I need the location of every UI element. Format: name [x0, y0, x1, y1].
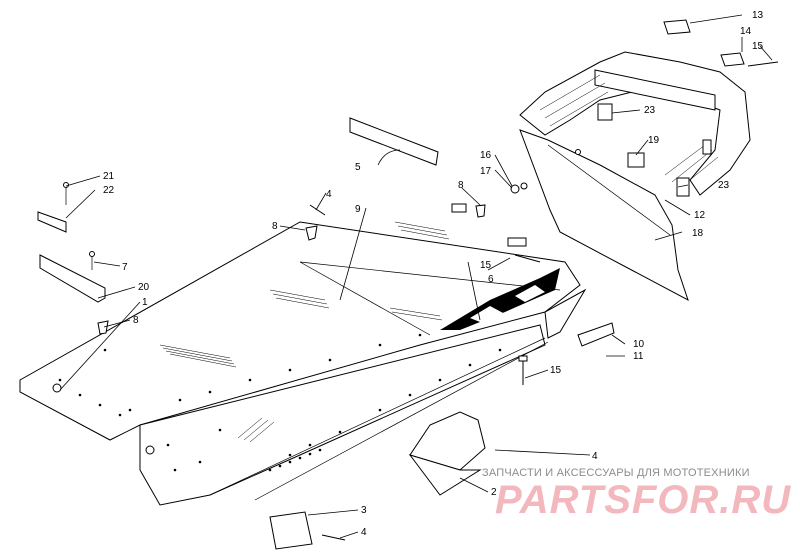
- callout-5: 5: [355, 162, 361, 173]
- decal-part: [440, 268, 560, 330]
- callout-8-mid: 8: [272, 221, 278, 232]
- callout-8-top: 8: [458, 180, 464, 191]
- callout-14: 14: [740, 26, 752, 37]
- flap-strip-part: [349, 117, 439, 166]
- callout-4-top: 4: [326, 189, 332, 200]
- callout-9: 9: [355, 204, 361, 215]
- callout-19: 19: [648, 135, 660, 146]
- callout-22: 22: [103, 185, 115, 196]
- bracket-parts: [597, 103, 712, 197]
- callout-18: 18: [692, 228, 704, 239]
- watermark-caption: ЗАПЧАСТИ И АКСЕССУАРЫ ДЛЯ МОТОТЕХНИКИ: [482, 467, 750, 479]
- tunnel-part: [19, 221, 587, 506]
- callout-23-right: 23: [718, 180, 730, 191]
- callout-15-mid: 15: [480, 260, 492, 271]
- callout-16: 16: [480, 150, 492, 161]
- callout-3: 3: [361, 505, 367, 516]
- callout-10: 10: [633, 339, 645, 350]
- callout-23-top: 23: [644, 105, 656, 116]
- callout-labels: 13 14 15 23 19 16 17 23 12 18 5 4 9 8 8 …: [103, 10, 764, 538]
- handle-caps: [663, 19, 779, 67]
- rear-bumper-part: [519, 51, 751, 196]
- callout-4-right: 4: [592, 451, 598, 462]
- leader-lines: [59, 14, 773, 539]
- callout-6: 6: [488, 274, 494, 285]
- callout-2: 2: [491, 487, 497, 498]
- callout-13: 13: [752, 10, 764, 21]
- callout-15-top: 15: [752, 41, 764, 52]
- callout-1: 1: [142, 297, 148, 308]
- callout-20: 20: [138, 282, 150, 293]
- left-bracket-parts: [37, 182, 527, 335]
- watermark-logo: PARTSFOR.RU: [495, 478, 792, 522]
- callout-15-bottom: 15: [550, 365, 562, 376]
- callout-11: 11: [633, 351, 644, 362]
- fastener-parts: [510, 149, 581, 194]
- callout-4-bottom: 4: [361, 527, 367, 538]
- callout-12: 12: [694, 210, 706, 221]
- callout-7: 7: [122, 262, 128, 273]
- bottom-parts: [269, 204, 615, 550]
- callout-17: 17: [480, 166, 492, 177]
- snow-flap-part: [519, 129, 689, 302]
- callout-21: 21: [103, 171, 115, 182]
- callout-8-left: 8: [133, 315, 139, 326]
